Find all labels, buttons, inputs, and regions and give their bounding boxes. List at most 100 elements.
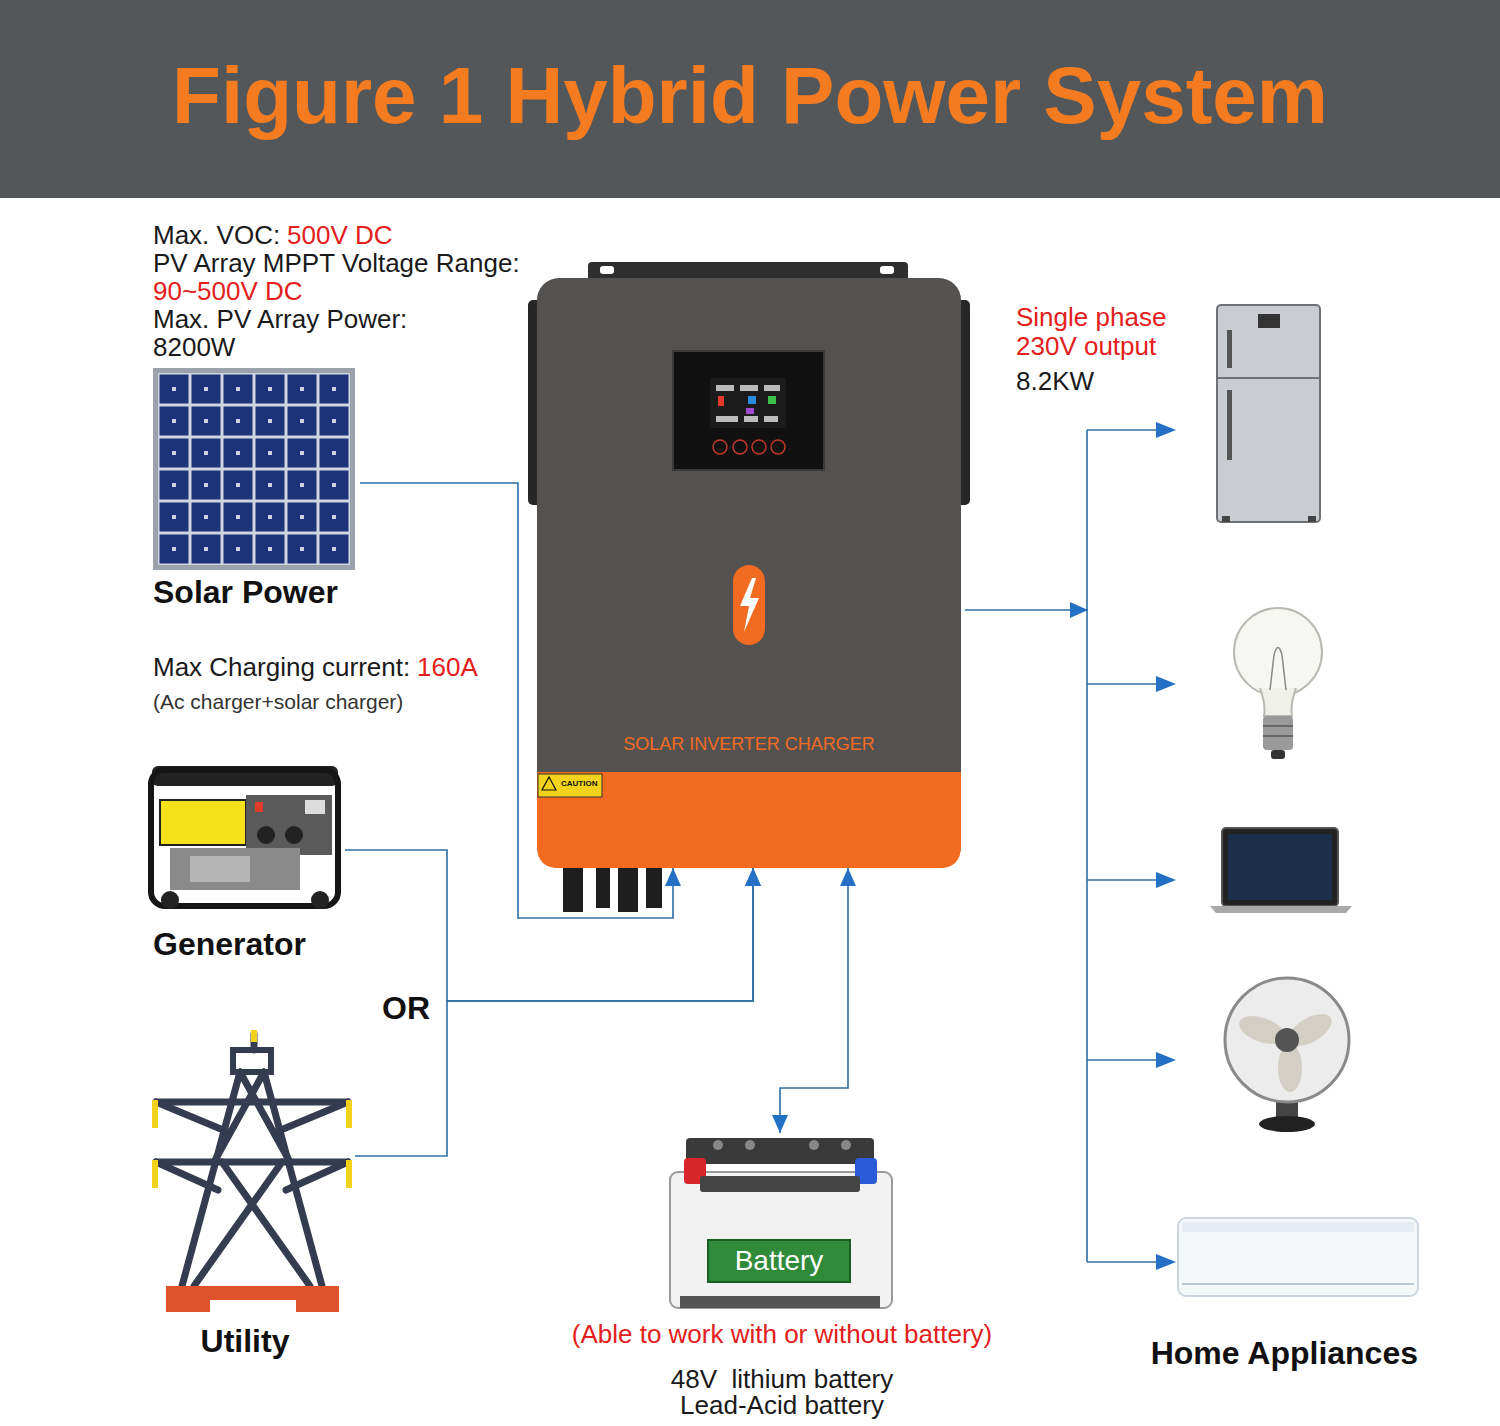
generator-part <box>151 770 338 906</box>
inverter-node: SOLAR INVERTER CHARGER <box>537 278 965 868</box>
light-bulb-part <box>1270 648 1286 691</box>
laptop <box>1210 828 1352 913</box>
inverter-part <box>537 278 961 868</box>
laptop-part <box>1210 906 1352 913</box>
connector <box>360 483 681 918</box>
inverter-part <box>710 378 786 428</box>
annotation-label: PV Array MPPT Voltage Range: <box>153 249 520 278</box>
inverter-part <box>764 385 780 391</box>
fridge-part <box>1222 516 1230 522</box>
inverter-part <box>718 396 724 406</box>
appliance-trunk-part <box>1087 879 1162 881</box>
light-bulb-part <box>1260 688 1296 716</box>
inverter-part <box>740 385 758 391</box>
utility-tower-part <box>233 1050 271 1072</box>
battery-part <box>670 1172 892 1308</box>
connector-line <box>780 868 848 1133</box>
inverter-part <box>748 396 756 404</box>
appliance-trunk <box>1087 430 1162 1262</box>
annotation-label: Max Charging current: <box>153 653 410 682</box>
appliance-arrowheads-part <box>1156 1254 1176 1270</box>
inverter-part <box>537 772 961 868</box>
inverter-part <box>538 774 602 797</box>
battery-node: Battery <box>665 1133 895 1313</box>
battery-part <box>841 1140 851 1150</box>
node-label: SOLAR INVERTER CHARGER <box>537 735 961 755</box>
light-bulb-part <box>1271 750 1285 759</box>
battery-part <box>809 1140 819 1150</box>
annotation-label: 160A <box>417 653 478 682</box>
annotation-label: Max. VOC: <box>153 221 280 250</box>
battery-part <box>680 1296 880 1308</box>
generator-part <box>190 856 250 882</box>
fridge-part <box>1217 305 1320 522</box>
inverter-part <box>563 868 583 912</box>
node-label: Utility <box>150 1324 340 1359</box>
battery <box>670 1138 892 1308</box>
appliance-trunk-part <box>1086 430 1088 1262</box>
appliance-trunk-part <box>1087 429 1162 431</box>
annotation-label: 8200W <box>153 333 235 362</box>
light-bulb-part <box>1263 725 1293 727</box>
annotation-label: (Able to work with or without battery) <box>462 1320 1102 1349</box>
inverter-part <box>600 266 614 274</box>
utility-tower-part <box>214 1072 264 1162</box>
arrowhead <box>840 868 856 886</box>
light-bulb-part <box>1234 608 1322 696</box>
annotation-label: 8.2KW <box>1016 367 1094 396</box>
inverter-part <box>733 440 747 454</box>
inverter-part <box>673 351 824 470</box>
home-appliances-node: Home Appliances <box>1088 300 1438 1380</box>
annotation-label: 48V lithium battery <box>462 1365 1102 1394</box>
fan-part <box>1259 1116 1315 1132</box>
utility-tower-part <box>346 1160 352 1188</box>
air-conditioner <box>1178 1218 1418 1296</box>
inverter-part <box>618 868 638 912</box>
fridge-part <box>1258 314 1280 328</box>
annotation-label: Max. PV Array Power: <box>153 305 407 334</box>
generator-node: Generator <box>145 762 345 967</box>
appliance-arrowheads-part <box>1156 422 1176 438</box>
diagram-title: Figure 1 Hybrid Power System <box>0 52 1500 140</box>
utility-tower-part <box>152 1160 158 1188</box>
air-conditioner-part <box>1178 1218 1418 1296</box>
inverter-part <box>768 396 776 404</box>
node-label: Battery <box>708 1240 850 1282</box>
battery-part <box>713 1140 723 1150</box>
utility-tower-part <box>156 1162 218 1190</box>
annotation-label: 90~500V DC <box>153 277 303 306</box>
node-label: Solar Power <box>153 575 338 610</box>
utility-tower <box>152 1030 352 1312</box>
inverter-part <box>646 868 662 908</box>
inverter-part <box>596 868 610 908</box>
appliance-trunk-part <box>1087 1059 1162 1061</box>
battery-part <box>708 1240 850 1282</box>
annotation-label: CAUTION <box>561 780 597 789</box>
generator-part <box>311 891 329 909</box>
inverter-part <box>746 408 754 414</box>
annotation-label: Lead-Acid battery <box>462 1391 1102 1420</box>
utility-tower-part <box>346 1100 352 1128</box>
generator-part <box>161 891 179 909</box>
generator-part <box>285 826 303 844</box>
node-label: Generator <box>153 927 306 962</box>
utility-tower-part <box>240 1072 290 1162</box>
inverter-part <box>764 416 778 422</box>
inverter-part <box>752 440 766 454</box>
generator <box>151 766 338 909</box>
connector-line <box>345 850 753 1001</box>
inverter <box>528 262 970 912</box>
appliance-trunk-part <box>1087 683 1162 685</box>
utility-tower-part <box>194 1162 282 1286</box>
appliance-arrowheads <box>1156 422 1176 1270</box>
appliance-arrowheads-part <box>1156 676 1176 692</box>
utility-tower-part <box>251 1030 257 1042</box>
connector <box>345 850 761 1001</box>
fridge-part <box>1227 330 1232 368</box>
fridge <box>1217 305 1320 522</box>
connector <box>355 868 761 1156</box>
annotation-label: Single phase 230V output <box>1016 303 1201 360</box>
inverter-part <box>716 385 734 391</box>
inverter-part <box>733 565 765 645</box>
